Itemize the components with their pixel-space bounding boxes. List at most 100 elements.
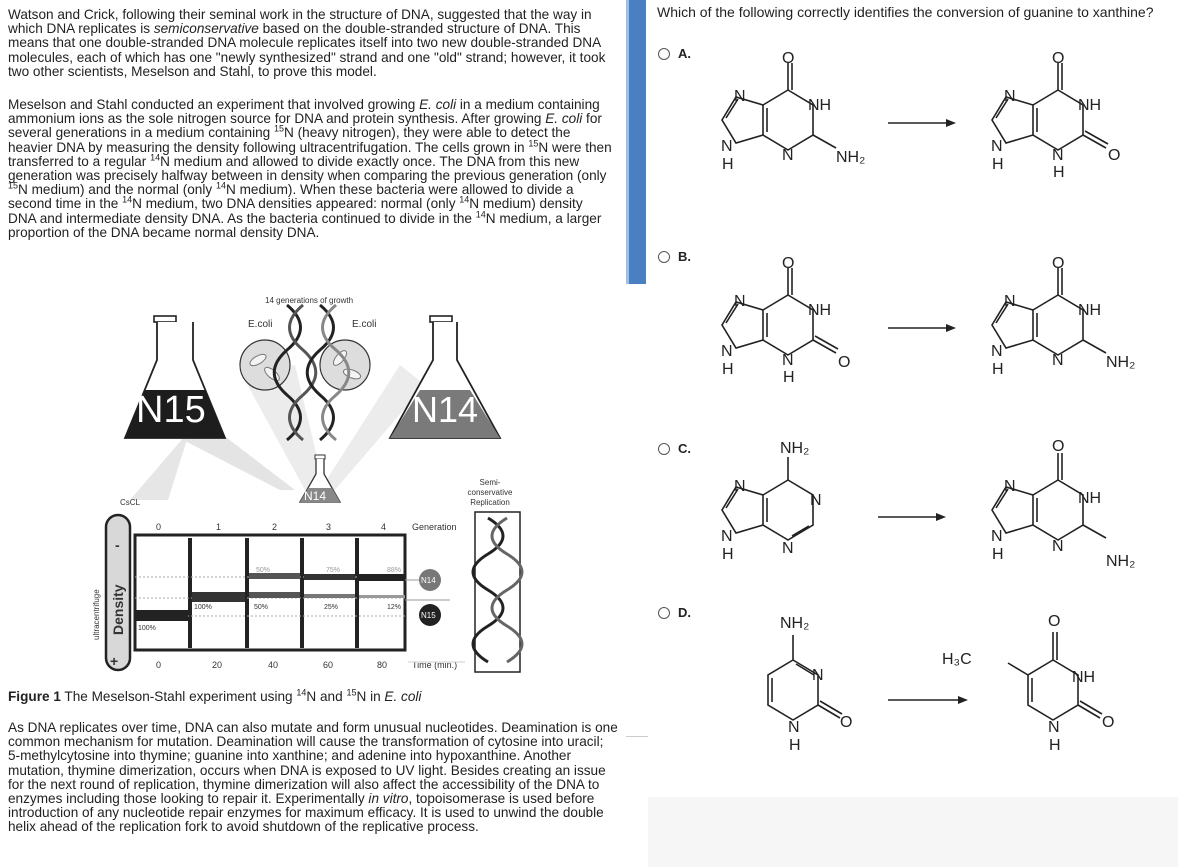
passage-paragraph-2: Meselson and Stahl conducted an experime… (8, 97, 612, 240)
band-light-2 (249, 573, 300, 579)
passage-paragraph-3: As DNA replicates over time, DNA can als… (8, 720, 618, 835)
svg-text:H: H (992, 361, 1004, 378)
band-light-3 (304, 574, 355, 580)
option-b-reactant (721, 268, 839, 356)
svg-text:+: + (110, 653, 118, 669)
ecoli-label-left: E.coli (248, 319, 272, 330)
bacteria-culture-left (239, 339, 291, 391)
pane-divider[interactable] (626, 0, 646, 284)
svg-text:H: H (992, 546, 1004, 563)
option-d-reactant (767, 635, 843, 721)
svg-text:-: - (115, 537, 120, 553)
badge-n14 (419, 569, 441, 591)
option-a-reactant (721, 63, 837, 151)
svg-text:H: H (1053, 164, 1065, 181)
growth-label: 14 generations of growth (265, 296, 353, 305)
svg-text:O: O (1052, 438, 1064, 455)
svg-text:NH: NH (808, 97, 831, 114)
option-c-reactant (721, 457, 814, 541)
svg-text:N14: N14 (304, 489, 326, 503)
radio-button-a[interactable] (658, 47, 670, 60)
badge-n15 (419, 604, 441, 626)
option-c-structures: NH₂ N N N N H O N NH N N H NH₂ (721, 438, 1135, 570)
svg-text:N: N (812, 667, 824, 684)
svg-text:NH₂: NH₂ (1106, 553, 1135, 570)
answer-option-b[interactable]: B. (658, 249, 691, 264)
svg-text:N: N (721, 343, 733, 360)
band-intermediate-2 (249, 592, 300, 598)
svg-text:O: O (782, 255, 794, 272)
svg-text:N: N (1052, 352, 1064, 369)
svg-text:25%: 25% (324, 604, 338, 611)
svg-text:N: N (810, 492, 822, 509)
radio-button-b[interactable] (658, 250, 670, 263)
svg-text:O: O (838, 354, 850, 371)
divider-rule (626, 736, 648, 737)
svg-text:NH₂: NH₂ (780, 615, 809, 632)
band-intermediate-3 (304, 594, 355, 598)
svg-text:50%: 50% (254, 604, 268, 611)
svg-text:50%: 50% (256, 567, 270, 574)
svg-text:60: 60 (323, 660, 333, 670)
svg-text:O: O (782, 50, 794, 67)
svg-text:N: N (721, 138, 733, 155)
svg-text:H: H (789, 737, 801, 754)
radio-button-c[interactable] (658, 442, 670, 455)
answer-option-d[interactable]: D. (658, 605, 691, 620)
svg-text:NH: NH (808, 302, 831, 319)
svg-text:N: N (1052, 538, 1064, 555)
option-letter-b: B. (678, 249, 691, 264)
band-intermediate-1 (192, 592, 245, 602)
svg-text:1: 1 (216, 522, 221, 532)
centrifuge-tube: - + Density (104, 513, 132, 672)
svg-text:O: O (1102, 714, 1114, 731)
question-panel: Which of the following correctly identif… (648, 0, 1178, 797)
answer-option-c[interactable]: C. (658, 441, 691, 456)
svg-text:N14: N14 (421, 576, 436, 585)
svg-text:N15: N15 (136, 389, 206, 431)
svg-text:N: N (782, 540, 794, 557)
figure-caption: Figure 1 The Meselson-Stahl experiment u… (8, 687, 422, 704)
ecoli-label-right: E.coli (352, 319, 376, 330)
svg-text:NH₂: NH₂ (780, 440, 809, 457)
option-b-structures: O N NH N H N H O O N NH N N H NH₂ (721, 255, 1135, 386)
svg-text:3: 3 (326, 522, 331, 532)
svg-text:H: H (722, 156, 734, 173)
svg-text:O: O (1048, 613, 1060, 630)
svg-text:H: H (783, 369, 795, 386)
svg-text:N: N (721, 528, 733, 545)
radio-button-d[interactable] (658, 606, 670, 619)
svg-text:0: 0 (156, 660, 161, 670)
svg-text:N: N (991, 138, 1003, 155)
svg-text:NH₂: NH₂ (836, 149, 865, 166)
svg-text:12%: 12% (387, 604, 401, 611)
band-intermediate-4 (359, 595, 405, 598)
svg-text:75%: 75% (326, 567, 340, 574)
svg-text:2: 2 (272, 522, 277, 532)
dna-helix-right (305, 303, 335, 442)
svg-text:Density: Density (110, 584, 126, 635)
option-letter-c: C. (678, 441, 691, 456)
svg-text:O: O (840, 714, 852, 731)
svg-text:H: H (1049, 737, 1061, 754)
svg-text:N: N (991, 343, 1003, 360)
option-a-structures: O N NH N N H NH₂ O N NH N H N H O (721, 50, 1120, 181)
svg-text:O: O (1108, 147, 1120, 164)
svg-text:0: 0 (156, 522, 161, 532)
svg-text:80: 80 (377, 660, 387, 670)
answer-option-a[interactable]: A. (658, 46, 691, 61)
svg-text:N: N (734, 88, 746, 105)
option-a-product (991, 63, 1109, 151)
svg-text:N: N (734, 293, 746, 310)
question-footer-area (648, 797, 1178, 867)
svg-text:conservative: conservative (468, 488, 513, 497)
svg-text:H₃C: H₃C (942, 651, 972, 668)
passage-paragraph-1: Watson and Crick, following their semina… (8, 7, 606, 79)
svg-text:NH: NH (1078, 302, 1101, 319)
band-heavy (135, 610, 188, 621)
option-letter-a: A. (678, 46, 691, 61)
semi-conservative-box (474, 511, 521, 673)
meselson-stahl-figure: 14 generations of growth E.coli E.coli N… (92, 296, 524, 673)
svg-text:O: O (1052, 50, 1064, 67)
svg-text:N: N (1052, 147, 1064, 164)
